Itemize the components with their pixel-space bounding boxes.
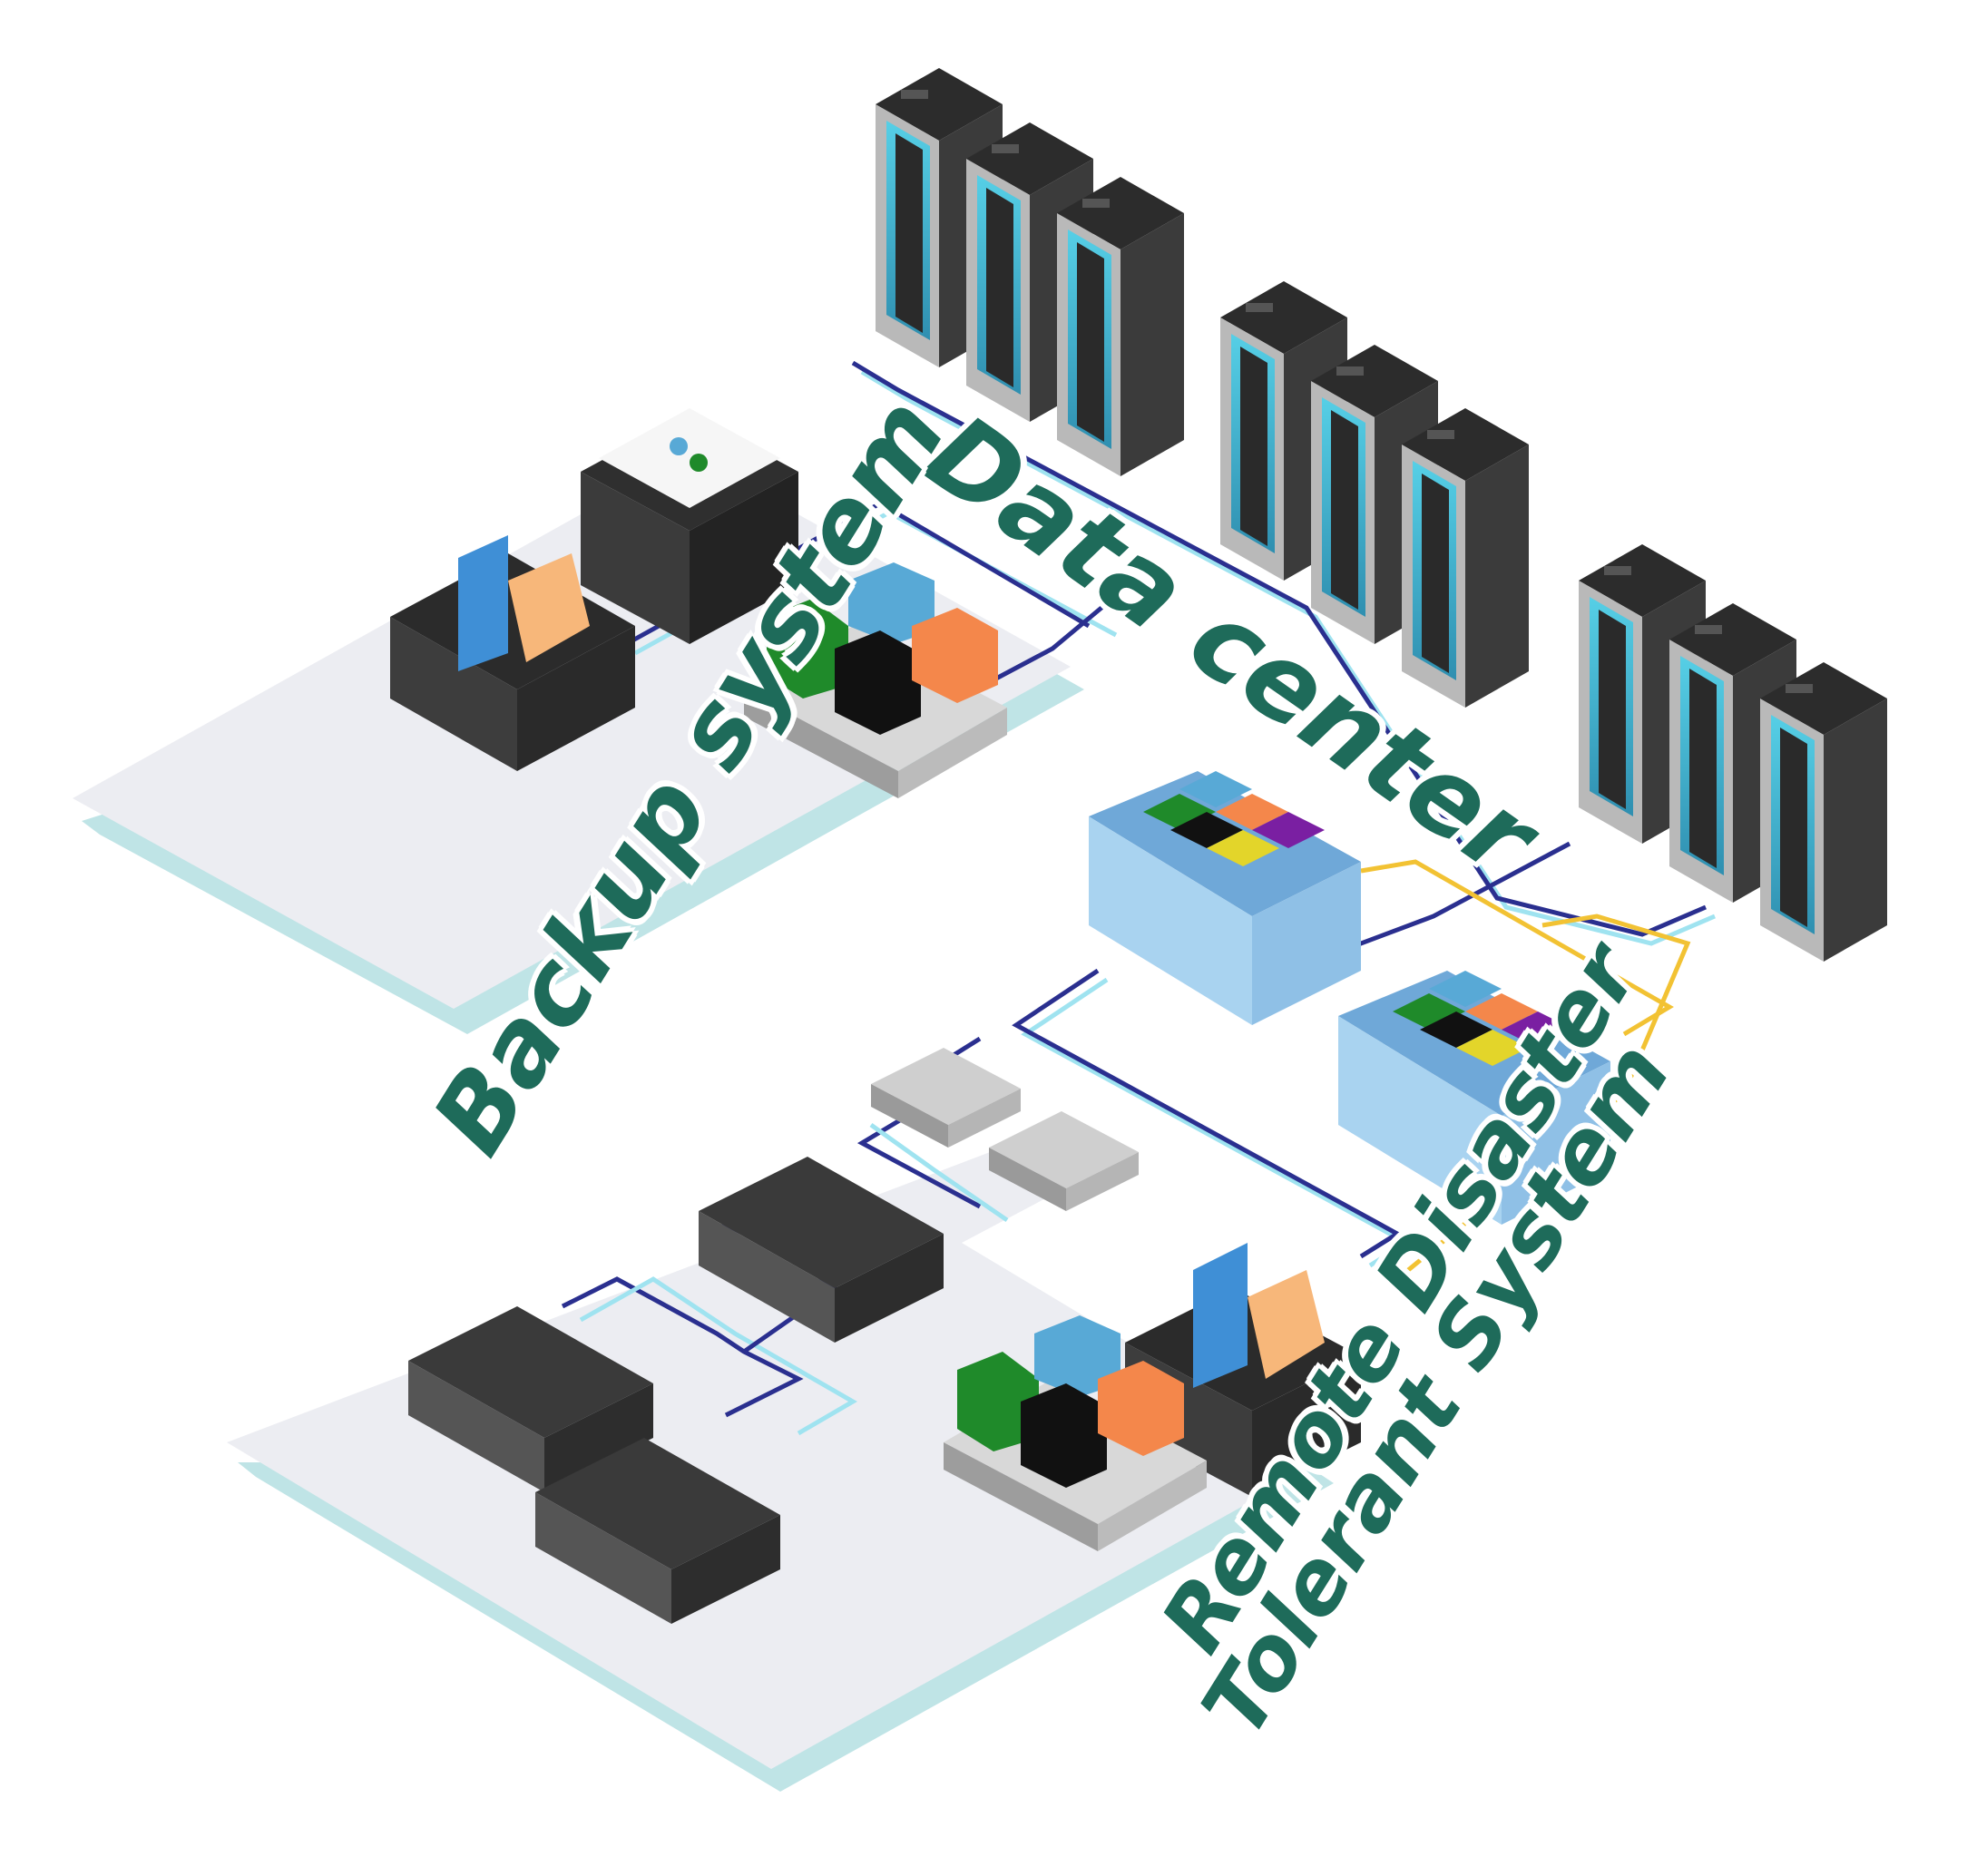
data-cubes-icon [944, 1315, 1207, 1551]
network-switch-icon [989, 1111, 1139, 1211]
network-links [561, 360, 1716, 1436]
storage-array-icon [1338, 971, 1610, 1225]
rack-server-icon [699, 1157, 944, 1343]
server-rack-icon [1402, 408, 1529, 708]
rack-server-icon [535, 1438, 780, 1624]
document-cabinet-icon [581, 408, 798, 644]
rack-server-icon [408, 1306, 653, 1492]
server-rack-icon [1057, 177, 1184, 476]
file-box-icon [390, 535, 635, 771]
network-switch-icon [871, 1048, 1021, 1148]
data-cubes-icon [744, 562, 1007, 798]
remote-platform [227, 1125, 1334, 1792]
storage-array-icon [1089, 771, 1361, 1025]
server-rack-icon [1760, 662, 1887, 962]
